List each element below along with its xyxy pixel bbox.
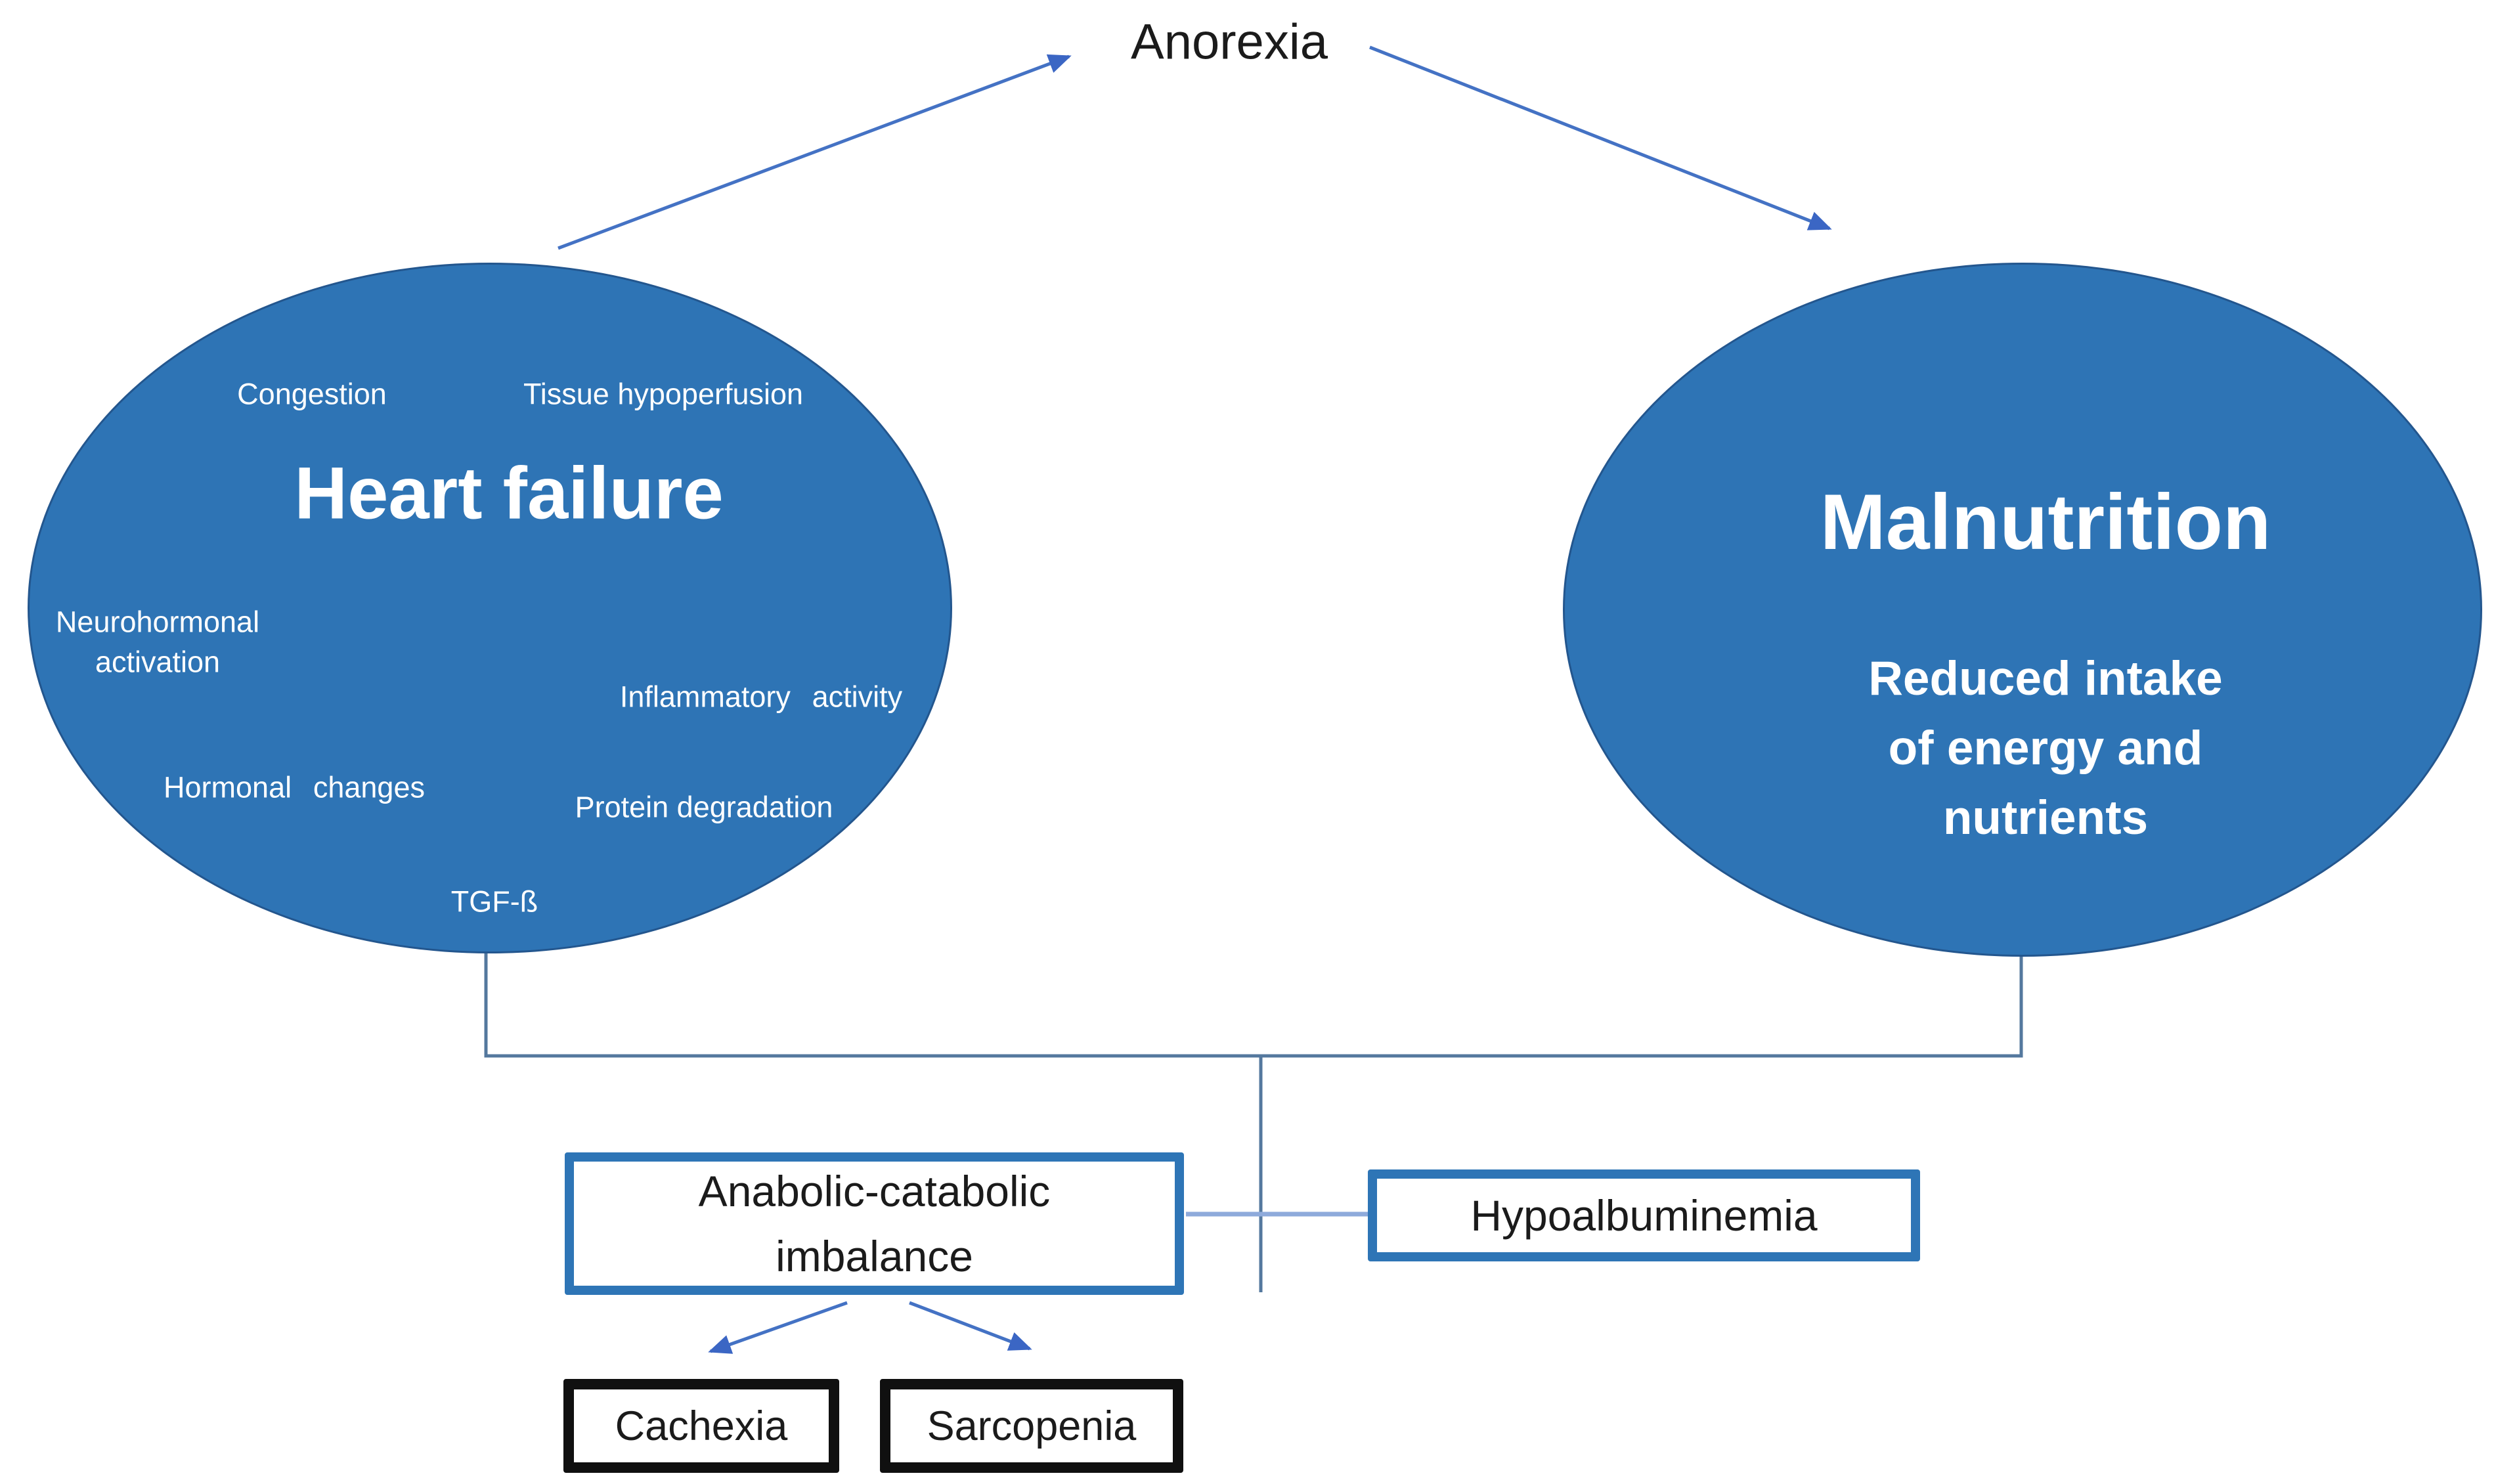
malnutrition-ellipse [1563, 263, 2482, 957]
label-neurohormonal-activation: Neurohormonal activation [55, 605, 260, 678]
anabolic-catabolic-box: Anabolic-catabolic imbalance [565, 1152, 1184, 1295]
arrow-to-sarcopenia-icon [909, 1301, 1032, 1351]
heart-failure-ellipse [28, 263, 952, 953]
arrow-to-cachexia-icon [708, 1301, 848, 1354]
cachexia-box: Cachexia [563, 1379, 839, 1473]
malnutrition-title: Malnutrition [1820, 478, 2271, 566]
label-inflammatory-activity: Inflammatory activity [619, 680, 903, 714]
label-hormonal-changes: Hormonal changes [164, 770, 425, 804]
elbow-connector-line [484, 951, 2023, 1058]
label-tgf-beta: TGF-ß [450, 884, 538, 919]
arrow-anorexia-to-malnutrition-icon [1369, 45, 1832, 230]
arrow-heart-to-anorexia-icon [558, 54, 1072, 250]
sarcopenia-box: Sarcopenia [880, 1379, 1183, 1473]
label-congestion: Congestion [237, 377, 387, 411]
hypoalbuminemia-box: Hypoalbuminemia [1368, 1169, 1920, 1261]
label-protein-degradation: Protein degradation [575, 790, 833, 824]
heart-failure-title: Heart failure [294, 452, 724, 535]
malnutrition-subtitle: Reduced intake of energy and nutrients [1868, 652, 2223, 844]
anorexia-label: Anorexia [1131, 14, 1328, 70]
label-tissue-hypoperfusion: Tissue hypoperfusion [523, 377, 804, 411]
